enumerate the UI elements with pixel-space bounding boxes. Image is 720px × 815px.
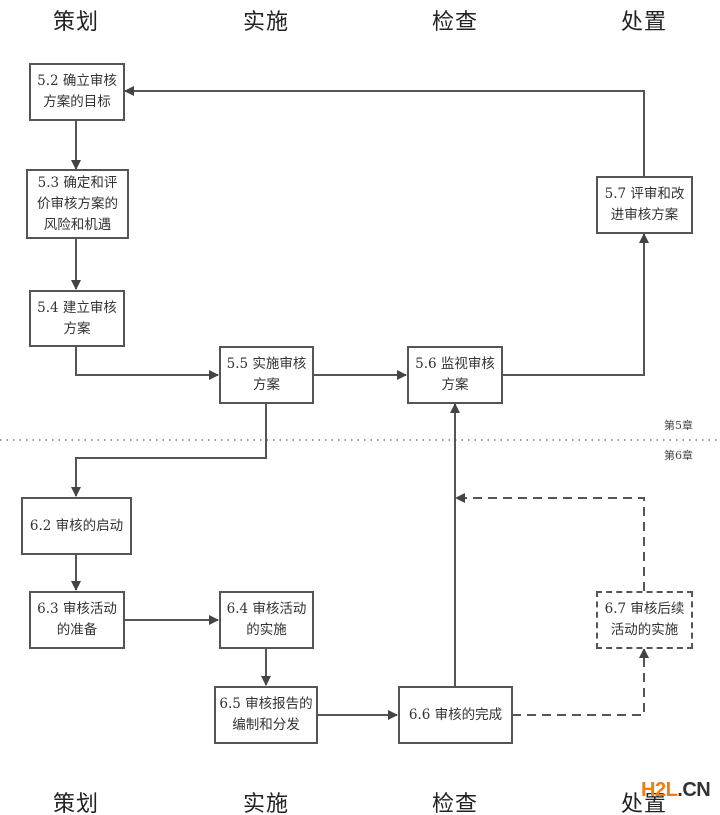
step-6-6-box: 6.6 审核的完成	[398, 686, 513, 744]
chapter-5-label: 第5章	[664, 419, 693, 432]
phase-label-plan-top: 策划	[52, 10, 99, 35]
watermark-part2: .CN	[677, 779, 711, 801]
phase-label-do-top: 实施	[242, 10, 289, 35]
arrow-6-7-to-feedback	[455, 493, 645, 591]
phase-label-do-bottom: 实施	[242, 792, 289, 815]
step-6-4-box: 6.4 审核活动的实施	[219, 591, 314, 649]
step-6-5-box: 6.5 审核报告的编制和分发	[214, 686, 318, 744]
step-5-4-box: 5.4 建立审核方案	[29, 290, 125, 347]
arrow-5-5-to-6-2	[71, 403, 267, 497]
step-5-3-box: 5.3 确定和评价审核方案的风险和机遇	[26, 169, 129, 239]
step-5-2-box: 5.2 确立审核方案的目标	[29, 63, 125, 121]
arrow-6-6-to-6-7	[512, 648, 649, 716]
phase-label-act-top: 处置	[620, 10, 667, 35]
step-5-5-box: 5.5 实施审核方案	[219, 346, 314, 404]
arrow-5-6-to-5-7	[502, 233, 649, 376]
step-5-7-box: 5.7 评审和改进审核方案	[596, 176, 693, 234]
step-5-6-box: 5.6 监视审核方案	[407, 346, 503, 404]
phase-label-act-bottom: 处置	[620, 792, 667, 815]
phase-label-plan-bottom: 策划	[52, 792, 99, 815]
arrow-5-4-to-5-5	[75, 346, 219, 380]
step-6-2-box: 6.2 审核的启动	[21, 497, 132, 555]
step-6-7-box: 6.7 审核后续活动的实施	[596, 591, 693, 649]
watermark-part1: H2L	[641, 779, 678, 801]
step-6-3-box: 6.3 审核活动的准备	[29, 591, 125, 649]
watermark-logo: H2L.CN	[641, 779, 711, 802]
phase-label-check-top: 检查	[431, 10, 478, 35]
chapter-6-label: 第6章	[664, 449, 693, 462]
phase-label-check-bottom: 检查	[431, 792, 478, 815]
arrow-5-7-to-5-2	[124, 86, 645, 176]
